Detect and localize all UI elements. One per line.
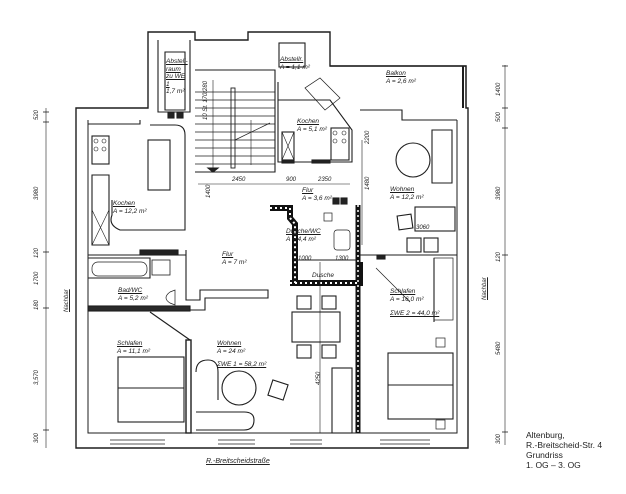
dim-right-5: 300 (496, 433, 502, 444)
dim-2450: 2450 (232, 177, 246, 183)
dim-right-4: 5480 (496, 341, 502, 355)
title-type: Grundriss (526, 450, 563, 460)
room-abstellraum-wc: Abstell-raum zu WE 1 1,7 m² (166, 58, 188, 95)
room-wohnen-right: Wohnen A = 12,2 m² (390, 186, 424, 201)
room-kochen-right: Kochen A = 5,1 m² (297, 118, 327, 133)
room-flur-right: Flur A = 3,6 m² (302, 187, 332, 202)
room-schlafen-right: Schlafen A = 16,0 m² (390, 288, 424, 303)
room-bad-wc: Bad/WC A = 5,2 m² (118, 287, 148, 302)
dim-right-0: 1400 (496, 82, 502, 96)
dim-left-1: 3980 (34, 186, 40, 200)
side-label-left: Nachbar (64, 289, 70, 312)
room-dusche: Dusche (312, 272, 335, 279)
title-city: Altenburg, (526, 430, 565, 440)
dim-left-4: 180 (34, 299, 40, 310)
room-kochen-left: Kochen A = 12,2 m² (113, 200, 147, 215)
total-we1: ΣWE 1 = 58,2 m² (217, 361, 267, 368)
dim-900: 900 (286, 177, 297, 183)
dim-2350: 2350 (318, 177, 332, 183)
side-label-right: Nachbar (482, 277, 488, 300)
dim-left-2: 120 (34, 247, 40, 258)
dim-left-6: 300 (34, 432, 40, 443)
room-dusche-wc: Dusche/WC A = 4,4 m² (286, 228, 321, 243)
street-label: R.-Breitscheidstraße (206, 458, 270, 465)
title-floors: 1. OG – 3. OG (526, 460, 581, 470)
dim-left-3: 1700 (34, 271, 40, 285)
room-schlafen-left: Schlafen A = 11,1 m² (117, 340, 151, 355)
dim-stair: 10 St. 170/280 (203, 80, 209, 120)
dim-1000: 1000 (298, 256, 312, 262)
dim-left-5: 3,570 (34, 369, 40, 385)
room-balkon: Balkon A = 2,6 m² (386, 70, 416, 85)
dim-2200: 2200 (365, 130, 371, 144)
room-abstellr: Abstellr. A = 1,1 m² (280, 56, 310, 71)
title-address: R.-Breitscheid-Str. 4 (526, 440, 603, 450)
dim-1300: 1300 (335, 256, 349, 262)
room-wohnen-left: Wohnen A = 24 m² (217, 340, 246, 355)
dim-right-3: 120 (496, 251, 502, 262)
dim-left-0: 520 (34, 109, 40, 120)
dim-1480: 1480 (365, 176, 371, 190)
dim-3060: 3060 (416, 225, 430, 231)
dim-4250: 4250 (316, 371, 322, 385)
title-block: Altenburg, R.-Breitscheid-Str. 4 Grundri… (526, 430, 602, 470)
dim-right-2: 3980 (496, 186, 502, 200)
room-flur-left: Flur A = 7 m² (222, 251, 247, 266)
dim-right-1: 500 (496, 111, 502, 122)
dim-1400: 1400 (206, 184, 212, 198)
total-we2: ΣWE 2 = 44,0 m² (390, 310, 440, 317)
